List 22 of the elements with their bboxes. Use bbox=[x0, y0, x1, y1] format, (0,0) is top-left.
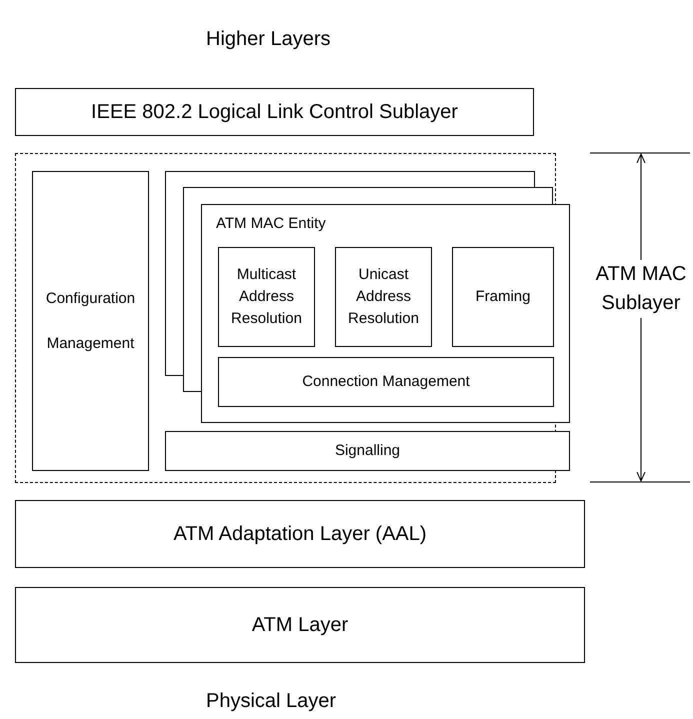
function-box bbox=[218, 357, 554, 407]
layer-label: IEEE 802.2 Logical Link Control Sublayer bbox=[91, 100, 458, 124]
layer-label: Multicast Address Resolution bbox=[230, 265, 303, 329]
layer-caption: Physical Layer bbox=[206, 690, 336, 713]
function-box bbox=[32, 171, 149, 471]
entity-title: ATM MAC Entity bbox=[216, 214, 326, 234]
function-box bbox=[452, 247, 554, 347]
layer-label: ATM Layer bbox=[252, 612, 348, 638]
layer-box bbox=[15, 500, 585, 568]
function-box bbox=[165, 431, 570, 471]
layer-label: Framing bbox=[475, 287, 530, 308]
layer-label: ATM Adaptation Layer (AAL) bbox=[173, 522, 427, 546]
layer-label: Connection Management bbox=[302, 372, 470, 392]
function-box bbox=[218, 247, 315, 347]
layer-label: Signalling bbox=[334, 441, 400, 462]
layer-label: Unicast Address Resolution bbox=[347, 265, 420, 329]
layer-box bbox=[15, 88, 534, 136]
layer-caption: Higher Layers bbox=[206, 28, 331, 51]
function-box bbox=[335, 247, 432, 347]
layer-box bbox=[15, 587, 585, 663]
layer-label: Configuration Management bbox=[44, 289, 136, 354]
entity-box bbox=[201, 204, 570, 423]
